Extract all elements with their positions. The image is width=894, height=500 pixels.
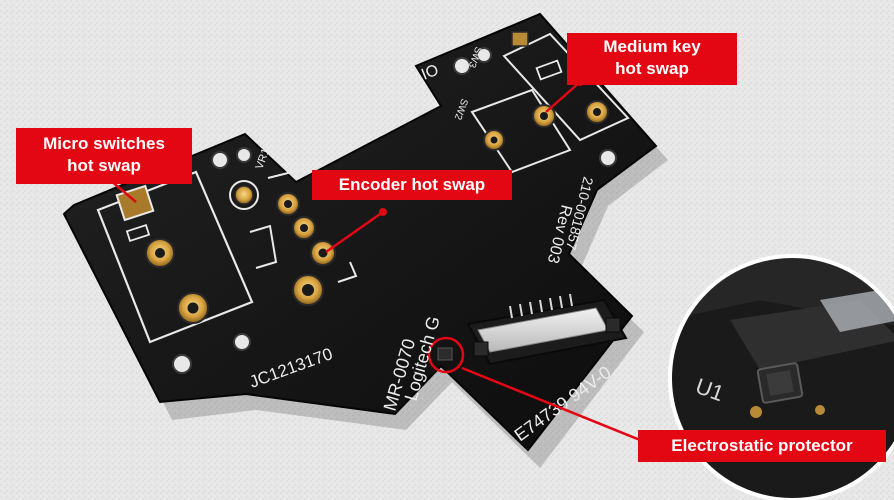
esd-chip	[437, 347, 453, 361]
callout-esd: Electrostatic protector	[638, 430, 886, 462]
callout-micro-line2: hot swap	[67, 156, 141, 175]
leader-medium	[545, 81, 581, 113]
micro-switch-footprint	[96, 170, 254, 344]
medium-key-footprint	[470, 31, 630, 174]
leader-esd	[461, 366, 651, 446]
callout-medium-line1: Medium key	[603, 37, 701, 56]
callout-micro-line1: Micro switches	[43, 134, 165, 153]
leader-encoder	[325, 210, 384, 254]
callout-medium-line2: hot swap	[615, 59, 689, 78]
callout-medium-key: Medium key hot swap	[567, 33, 737, 85]
mounting-holes	[172, 47, 617, 374]
callout-encoder: Encoder hot swap	[312, 170, 512, 200]
silk-ref-io: IO	[419, 62, 441, 84]
fpc-connector	[466, 293, 628, 366]
encoder-footprint	[229, 169, 358, 306]
esd-highlight-circle	[427, 336, 465, 374]
callout-micro-switches: Micro switches hot swap	[16, 128, 192, 184]
